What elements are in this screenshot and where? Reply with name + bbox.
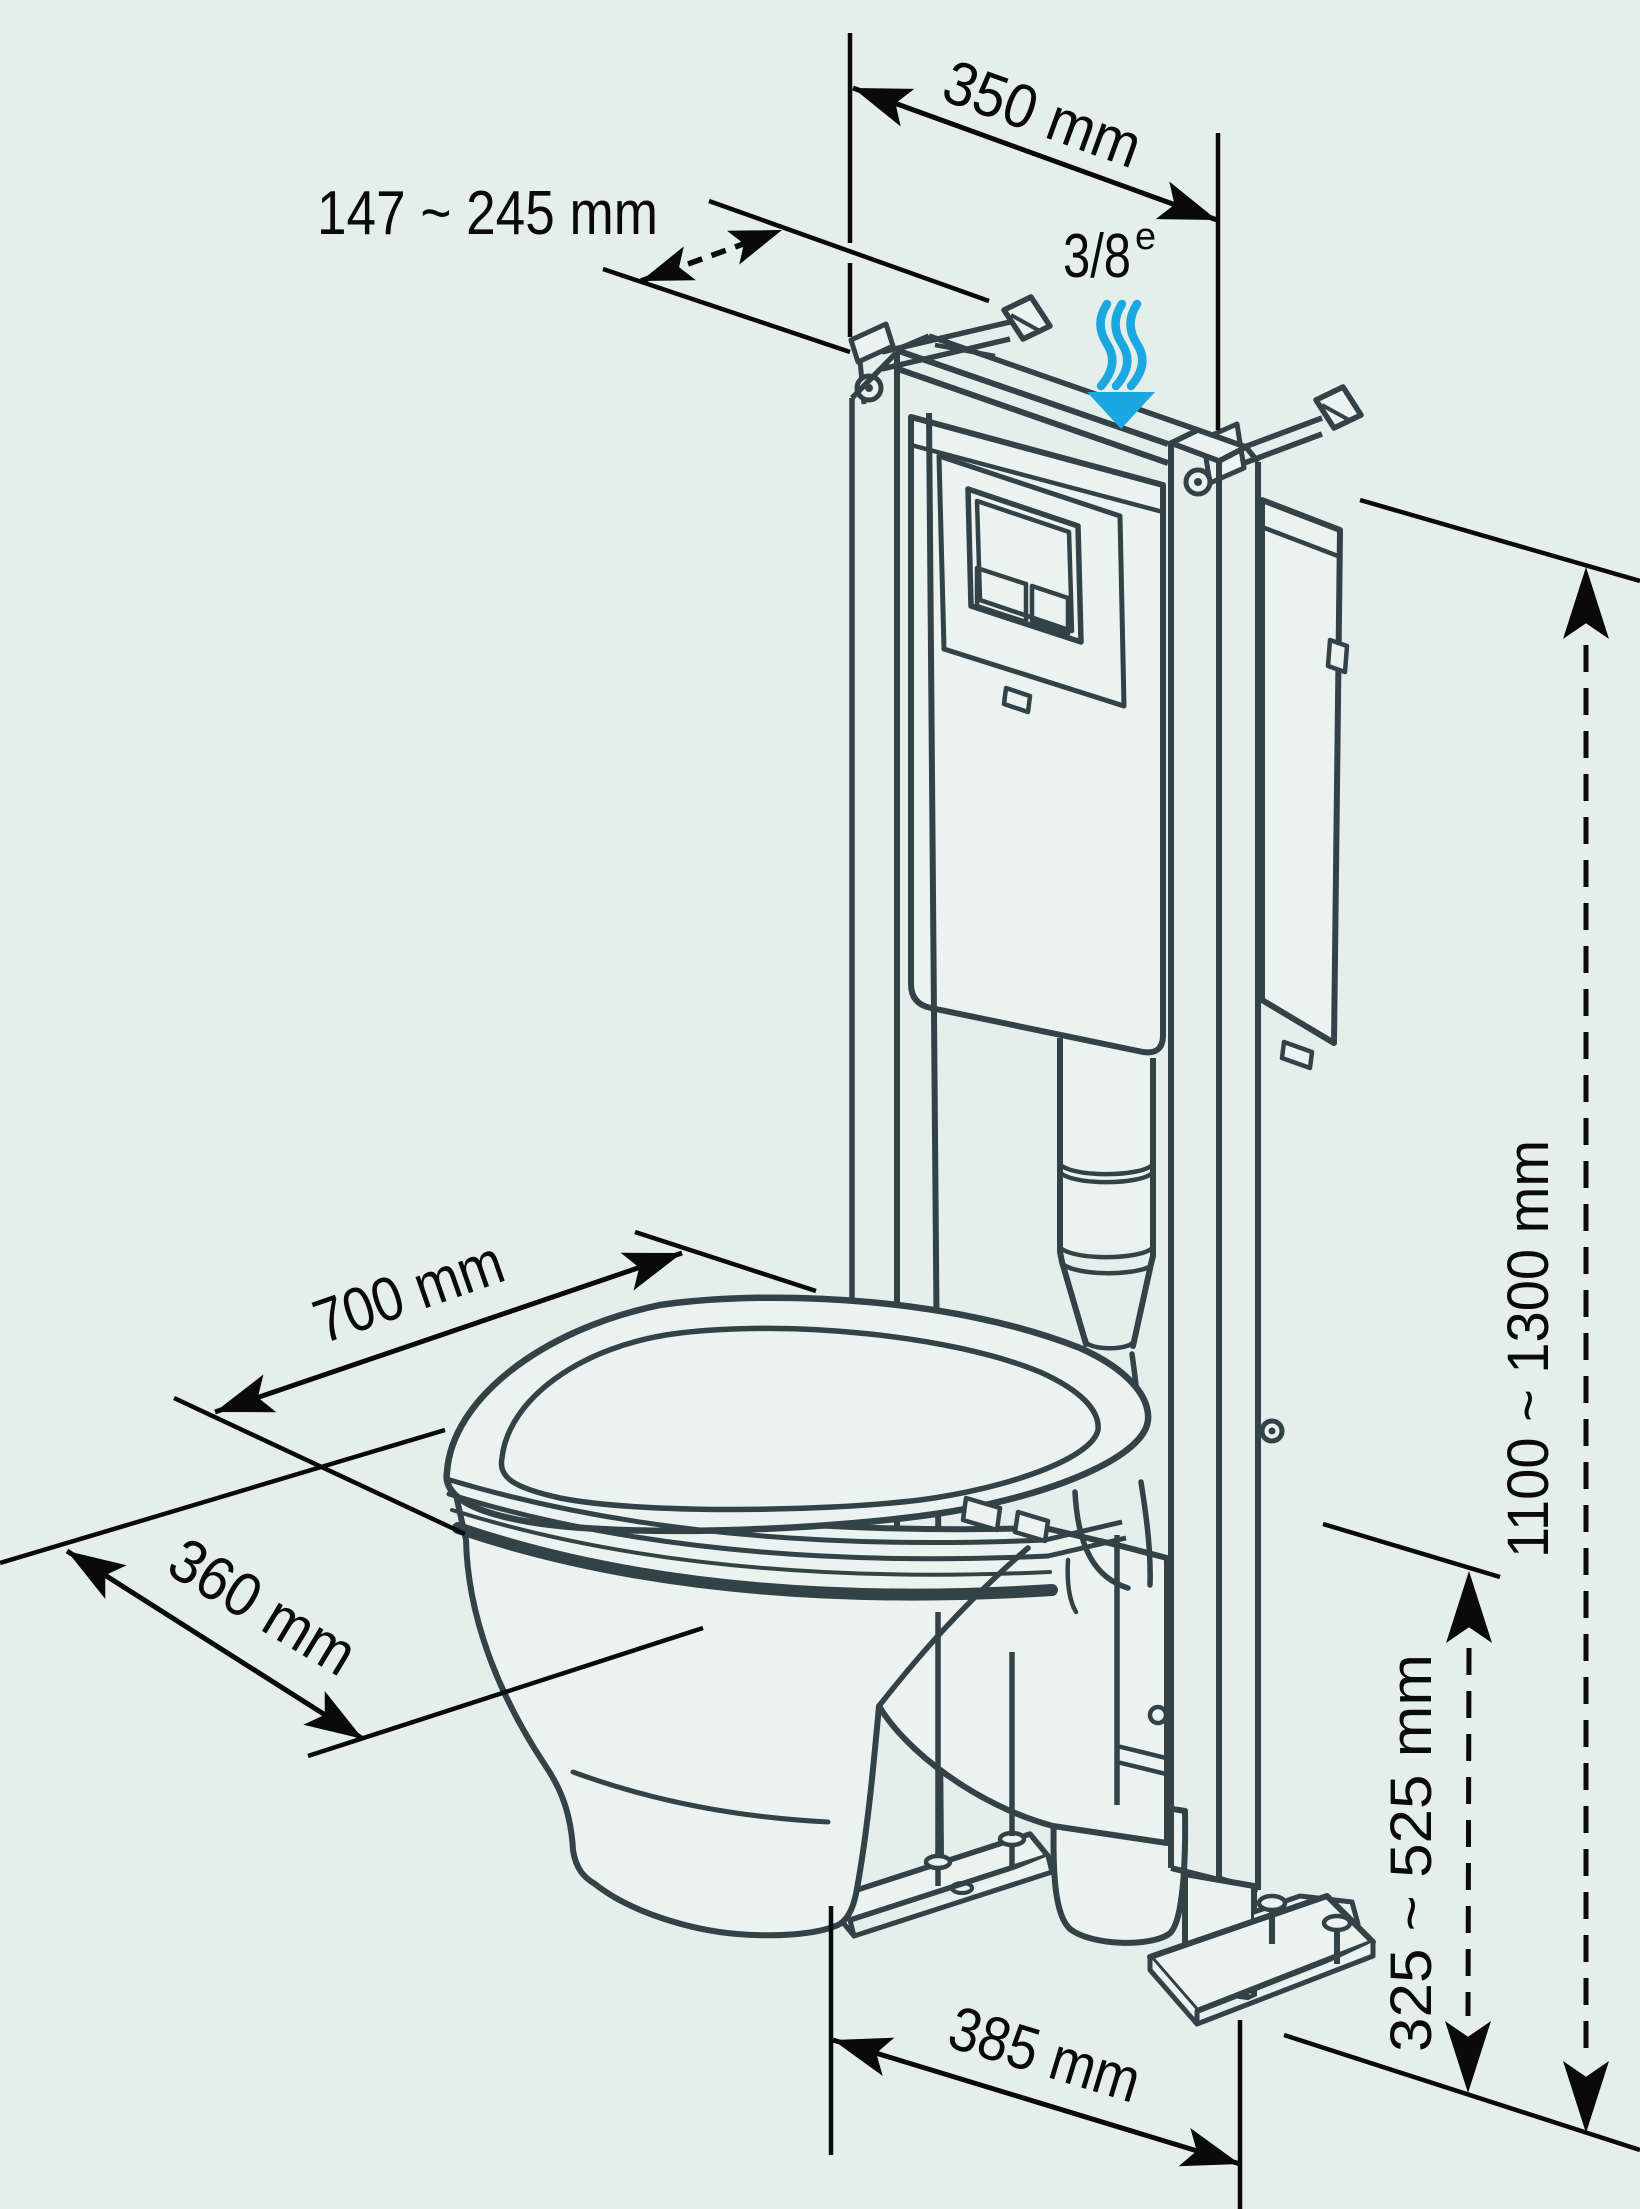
svg-text:147 ~ 245 mm: 147 ~ 245 mm (317, 179, 658, 248)
svg-text:1100 ~ 1300 mm: 1100 ~ 1300 mm (1496, 1140, 1561, 1558)
svg-text:3/8: 3/8 (1063, 222, 1131, 291)
svg-text:325 ~ 525 mm: 325 ~ 525 mm (1379, 1654, 1444, 2052)
svg-text:e: e (1135, 216, 1156, 258)
